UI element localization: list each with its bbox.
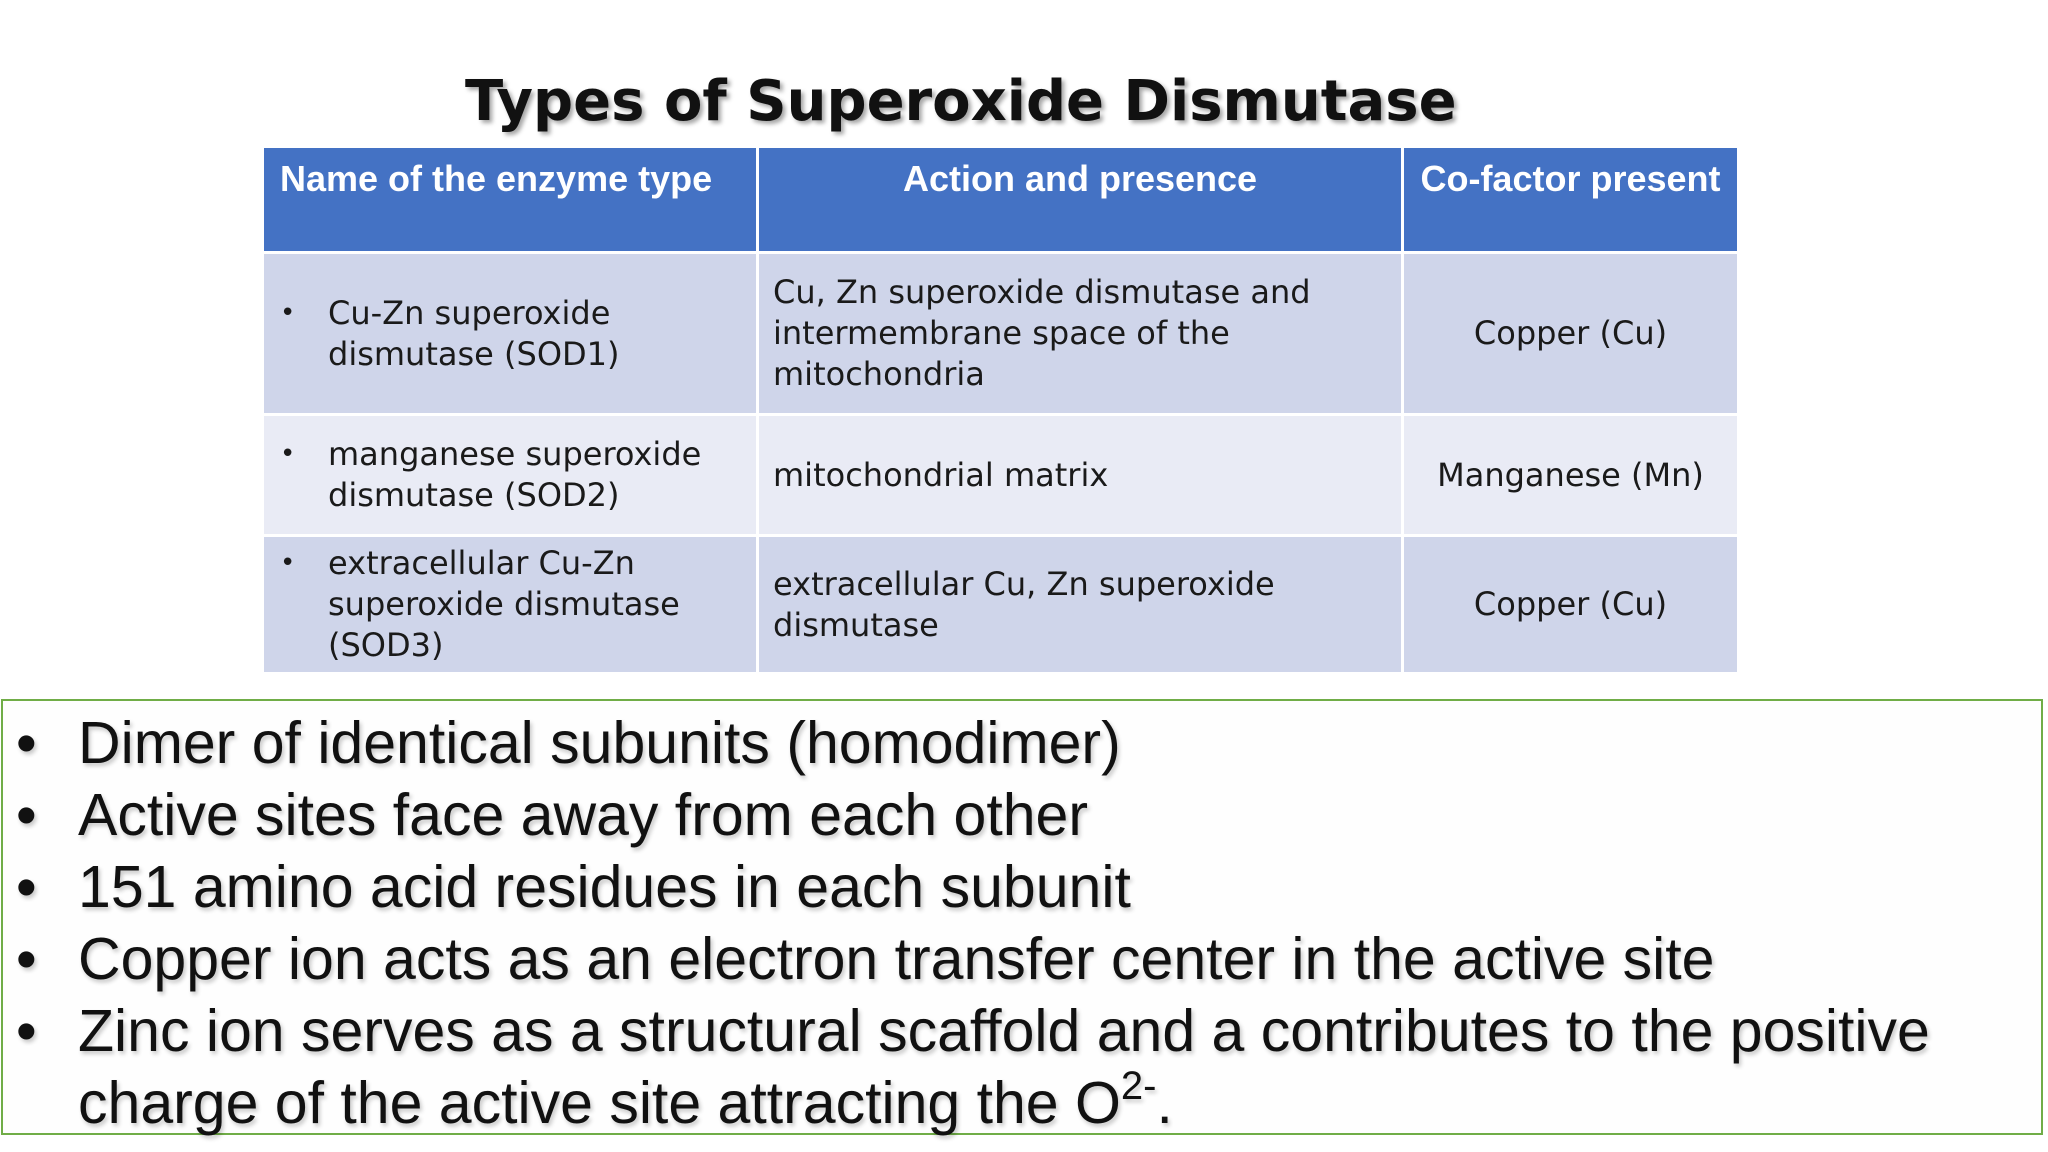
table-row: • Cu-Zn superoxide dismutase (SOD1) Cu, … [261,251,1740,416]
table-header-row: Name of the enzyme type Action and prese… [261,145,1740,254]
list-item: • Copper ion acts as an electron transfe… [3,923,2041,995]
note-text-suffix: . [1156,1070,1173,1136]
bullet-icon: • [16,782,37,848]
note-text: Active sites face away from each other [78,782,1089,848]
note-text: 151 amino acid residues in each subunit [78,854,1131,920]
bullet-icon: • [16,854,37,920]
notes-list: • Dimer of identical subunits (homodimer… [3,701,2041,1139]
enzyme-name-text: Cu-Zn superoxide dismutase (SOD1) [328,293,620,373]
table-row: • extracellular Cu-Zn superoxide dismuta… [261,534,1740,675]
note-text-last: Zinc ion serves as a structural scaffold… [78,995,2018,1139]
header-cofactor: Co-factor present [1401,145,1740,254]
note-text-main: Zinc ion serves as a structural scaffold… [78,998,1930,1136]
list-item: • 151 amino acid residues in each subuni… [3,851,2041,923]
cell-action: extracellular Cu, Zn superoxide dismutas… [756,534,1404,675]
header-action-presence: Action and presence [756,145,1404,254]
list-item: • Zinc ion serves as a structural scaffo… [3,995,2041,1139]
table-row: • manganese superoxide dismutase (SOD2) … [261,413,1740,537]
cell-cofactor: Manganese (Mn) [1401,413,1740,537]
enzyme-name-text: extracellular Cu-Zn superoxide dismutase… [328,544,680,664]
bullet-icon: • [280,439,296,469]
notes-box: • Dimer of identical subunits (homodimer… [1,699,2043,1136]
list-item: • Dimer of identical subunits (homodimer… [3,707,2041,779]
cell-cofactor: Copper (Cu) [1401,534,1740,675]
slide-title: Types of Superoxide Dismutase [465,69,1457,134]
cell-cofactor: Copper (Cu) [1401,251,1740,416]
bullet-icon: • [16,710,37,776]
cell-enzyme-name: • Cu-Zn superoxide dismutase (SOD1) [261,251,759,416]
cell-enzyme-name: • extracellular Cu-Zn superoxide dismuta… [261,534,759,675]
list-item: • Active sites face away from each other [3,779,2041,851]
bullet-icon: • [280,297,296,328]
sod-types-table: Name of the enzyme type Action and prese… [261,145,1740,675]
note-text: Dimer of identical subunits (homodimer) [78,710,1121,776]
bullet-icon: • [16,998,37,1064]
note-text: Copper ion acts as an electron transfer … [78,926,1715,992]
cell-action: Cu, Zn superoxide dismutase and intermem… [756,251,1404,416]
cell-enzyme-name: • manganese superoxide dismutase (SOD2) [261,413,759,537]
bullet-icon: • [16,926,37,992]
bullet-icon: • [280,548,296,578]
superscript-charge: 2- [1120,1064,1157,1108]
header-enzyme-type: Name of the enzyme type [261,145,759,254]
enzyme-name-text: manganese superoxide dismutase (SOD2) [328,435,702,514]
cell-action: mitochondrial matrix [756,413,1404,537]
